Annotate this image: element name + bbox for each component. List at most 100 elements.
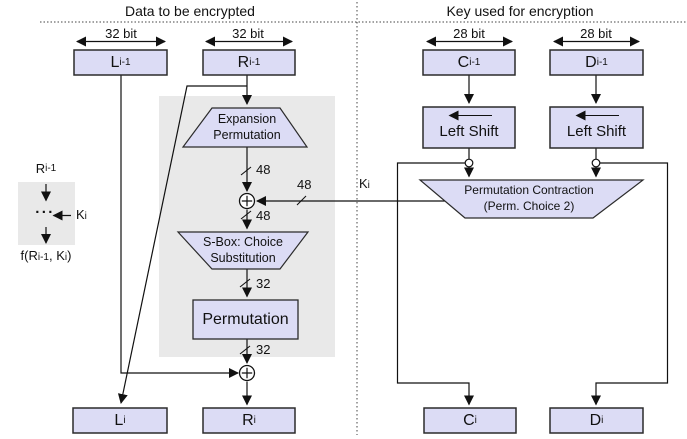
wire-lprev-to-xor	[120, 75, 239, 378]
expansion-line2: Permutation	[213, 128, 281, 142]
left-shift-2-label: Left Shift	[550, 117, 643, 145]
legend-f-s1: i-1	[37, 252, 49, 263]
legend-f-p2: , K	[48, 248, 65, 263]
bus-slashes	[239, 166, 307, 355]
num-text: 32	[256, 276, 271, 291]
bus-width-text: 28 bit	[580, 26, 612, 41]
slash-48-xor-out	[240, 210, 252, 220]
permutation-box	[192, 299, 299, 340]
wire-rprev-to-lnext	[117, 85, 247, 404]
slash-48-key	[296, 195, 307, 206]
register-base: R	[242, 411, 254, 429]
perm-choice2-line1: Permutation Contraction	[464, 183, 594, 197]
expansion-permutation-label: Expansion Permutation	[187, 111, 307, 143]
section-title-key-text: Key used for encryption	[446, 3, 594, 19]
sbox-label: S-Box: Choice Substitution	[183, 234, 303, 266]
bus-width-d-prev: 28 bit	[566, 26, 626, 41]
register-d-next-box	[549, 407, 644, 434]
section-title-data-text: Data to be encrypted	[125, 3, 255, 19]
left-shift-1-box	[422, 106, 516, 149]
legend-f-p1: f(R	[20, 248, 38, 263]
register-c-prev-box	[422, 49, 516, 76]
num-text: 32	[256, 342, 271, 357]
branch-node-right-icon	[591, 158, 601, 168]
expansion-permutation-shape	[181, 107, 309, 148]
register-c-next-box	[423, 407, 517, 434]
perm-choice2-line2: (Perm. Choice 2)	[483, 198, 575, 213]
sbox-shape	[176, 231, 310, 270]
legend-dots: ···	[30, 204, 60, 221]
legend-key-label: Ki	[76, 207, 87, 222]
left-shift-1-label: Left Shift	[423, 117, 515, 145]
section-title-key: Key used for encryption	[370, 3, 670, 19]
legend-dots-text: ···	[35, 204, 55, 221]
bus-width-c-prev: 28 bit	[439, 26, 499, 41]
register-r-next-box	[202, 407, 296, 434]
sbox-line2: Substitution	[210, 251, 276, 265]
legend-key-base: K	[76, 207, 85, 222]
register-base: L	[110, 53, 120, 71]
slash-32-sbox-out	[239, 278, 251, 288]
bus-width-text: 32 bit	[232, 26, 264, 41]
permutation-text: Permutation	[202, 310, 289, 328]
xor-lower-plus-icon	[241, 367, 253, 379]
sbox-line1: S-Box: Choice	[203, 235, 283, 249]
legend-f-p3: )	[67, 248, 72, 263]
label-32-perm-out: 32	[256, 342, 270, 357]
slash-32-perm-out	[239, 345, 251, 355]
register-l-next-box	[72, 407, 168, 434]
section-title-data: Data to be encrypted	[40, 3, 340, 19]
xor-upper-plus-icon	[241, 195, 253, 207]
slash-48-expansion	[240, 166, 252, 176]
label-48-key: 48	[297, 177, 311, 192]
legend-input-base: R	[35, 161, 46, 176]
register-base: C	[463, 411, 475, 429]
bus-width-l-prev: 32 bit	[91, 26, 151, 41]
register-r-prev-box	[202, 49, 296, 76]
register-base: C	[457, 53, 470, 71]
wire-shift1-to-cnext	[396, 162, 474, 406]
register-base: D	[585, 53, 597, 71]
xor-nodes	[238, 192, 256, 382]
label-32-sbox-out: 32	[256, 276, 270, 291]
legend-output-text: f(Ri-1, Ki)	[21, 248, 72, 263]
perm-choice2-label: Permutation Contraction (Perm. Choice 2)	[429, 183, 629, 214]
key-base: K	[359, 176, 368, 191]
legend-output-label: f(Ri-1, Ki)	[8, 248, 84, 263]
bus-width-r-prev: 32 bit	[218, 26, 278, 41]
wire-shift2-to-dnext	[591, 162, 669, 406]
left-shift-2-box	[549, 106, 644, 149]
register-l-prev-box	[73, 49, 168, 76]
legend-f-s2: i	[64, 252, 68, 263]
label-48-expansion: 48	[256, 162, 270, 177]
permutation-label: Permutation	[193, 300, 298, 339]
bus-width-text: 32 bit	[105, 26, 137, 41]
key-ki-label: Ki	[359, 176, 370, 191]
branch-nodes	[464, 158, 601, 168]
num-text: 48	[256, 208, 271, 223]
bus-width-text: 28 bit	[453, 26, 485, 41]
left-shift-text: Left Shift	[566, 122, 627, 140]
expansion-line1: Expansion	[217, 112, 277, 126]
legend-key-sub: i	[84, 211, 87, 222]
perm-choice2-shape	[418, 179, 645, 219]
register-base: R	[237, 53, 250, 71]
label-48-xor-out: 48	[256, 208, 270, 223]
register-d-prev-box	[549, 49, 644, 76]
section-dividers	[40, 2, 687, 435]
num-text: 48	[256, 162, 271, 177]
register-base: D	[589, 411, 602, 429]
left-shift-text: Left Shift	[439, 122, 499, 140]
branch-node-left-icon	[464, 158, 474, 168]
